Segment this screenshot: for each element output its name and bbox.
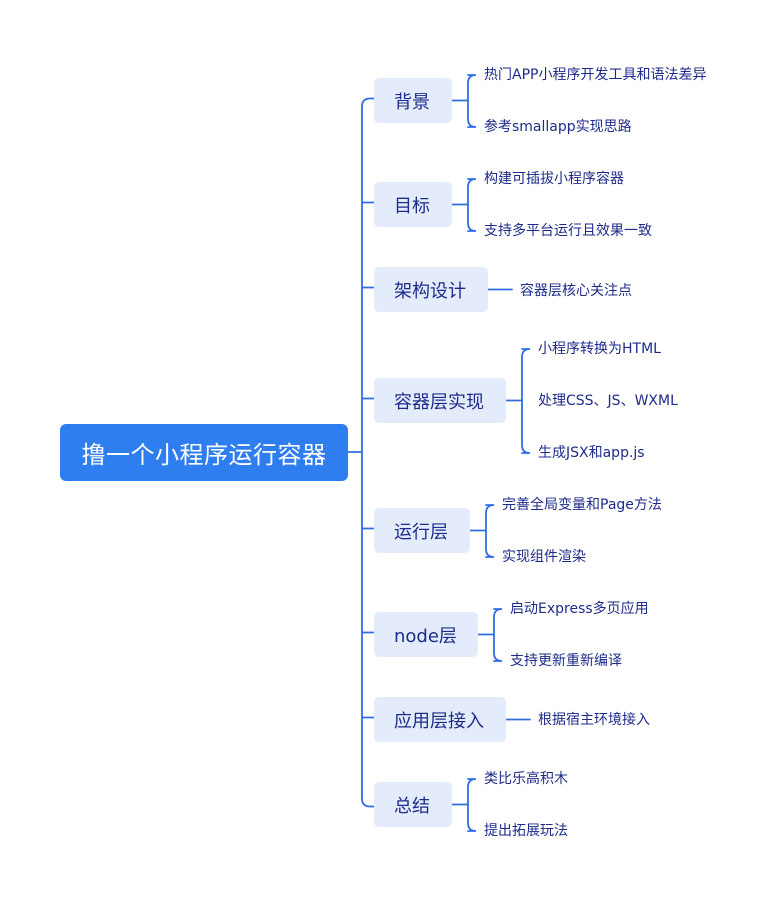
leaf-bracket [493, 608, 503, 662]
leaf-node[interactable]: 处理CSS、JS、WXML [538, 393, 678, 409]
leaf-node[interactable]: 类比乐高积木 [484, 771, 568, 787]
leaf-node[interactable]: 提出拓展玩法 [484, 823, 568, 839]
branch-node[interactable]: 应用层接入 [374, 697, 506, 742]
leaf-node[interactable]: 完善全局变量和Page方法 [502, 497, 662, 513]
leaf-node[interactable]: 小程序转换为HTML [538, 341, 661, 357]
leaf-node[interactable]: 容器层核心关注点 [520, 283, 632, 299]
branch-node[interactable]: 容器层实现 [374, 378, 506, 423]
leaf-node[interactable]: 根据宿主环境接入 [538, 712, 650, 728]
spine-line [361, 97, 375, 808]
leaf-bracket [467, 74, 477, 128]
leaf-node[interactable]: 支持多平台运行且效果一致 [484, 223, 652, 239]
leaf-bracket [467, 178, 477, 232]
leaf-node[interactable]: 构建可插拔小程序容器 [484, 171, 624, 187]
branch-node[interactable]: node层 [374, 612, 478, 657]
branch-node[interactable]: 架构设计 [374, 267, 488, 312]
leaf-node[interactable]: 生成JSX和app.js [538, 445, 645, 461]
leaf-node[interactable]: 实现组件渲染 [502, 549, 586, 565]
leaf-node[interactable]: 热门APP小程序开发工具和语法差异 [484, 67, 707, 83]
root-node[interactable]: 撸一个小程序运行容器 [60, 424, 348, 481]
branch-node[interactable]: 运行层 [374, 508, 470, 553]
leaf-node[interactable]: 参考smallapp实现思路 [484, 119, 632, 135]
leaf-bracket [485, 504, 495, 558]
leaf-bracket [521, 348, 531, 454]
leaf-node[interactable]: 支持更新重新编译 [510, 653, 622, 669]
branch-node[interactable]: 目标 [374, 182, 452, 227]
branch-node[interactable]: 背景 [374, 78, 452, 123]
branch-node[interactable]: 总结 [374, 782, 452, 827]
leaf-bracket [467, 778, 477, 832]
leaf-node[interactable]: 启动Express多页应用 [510, 601, 649, 617]
